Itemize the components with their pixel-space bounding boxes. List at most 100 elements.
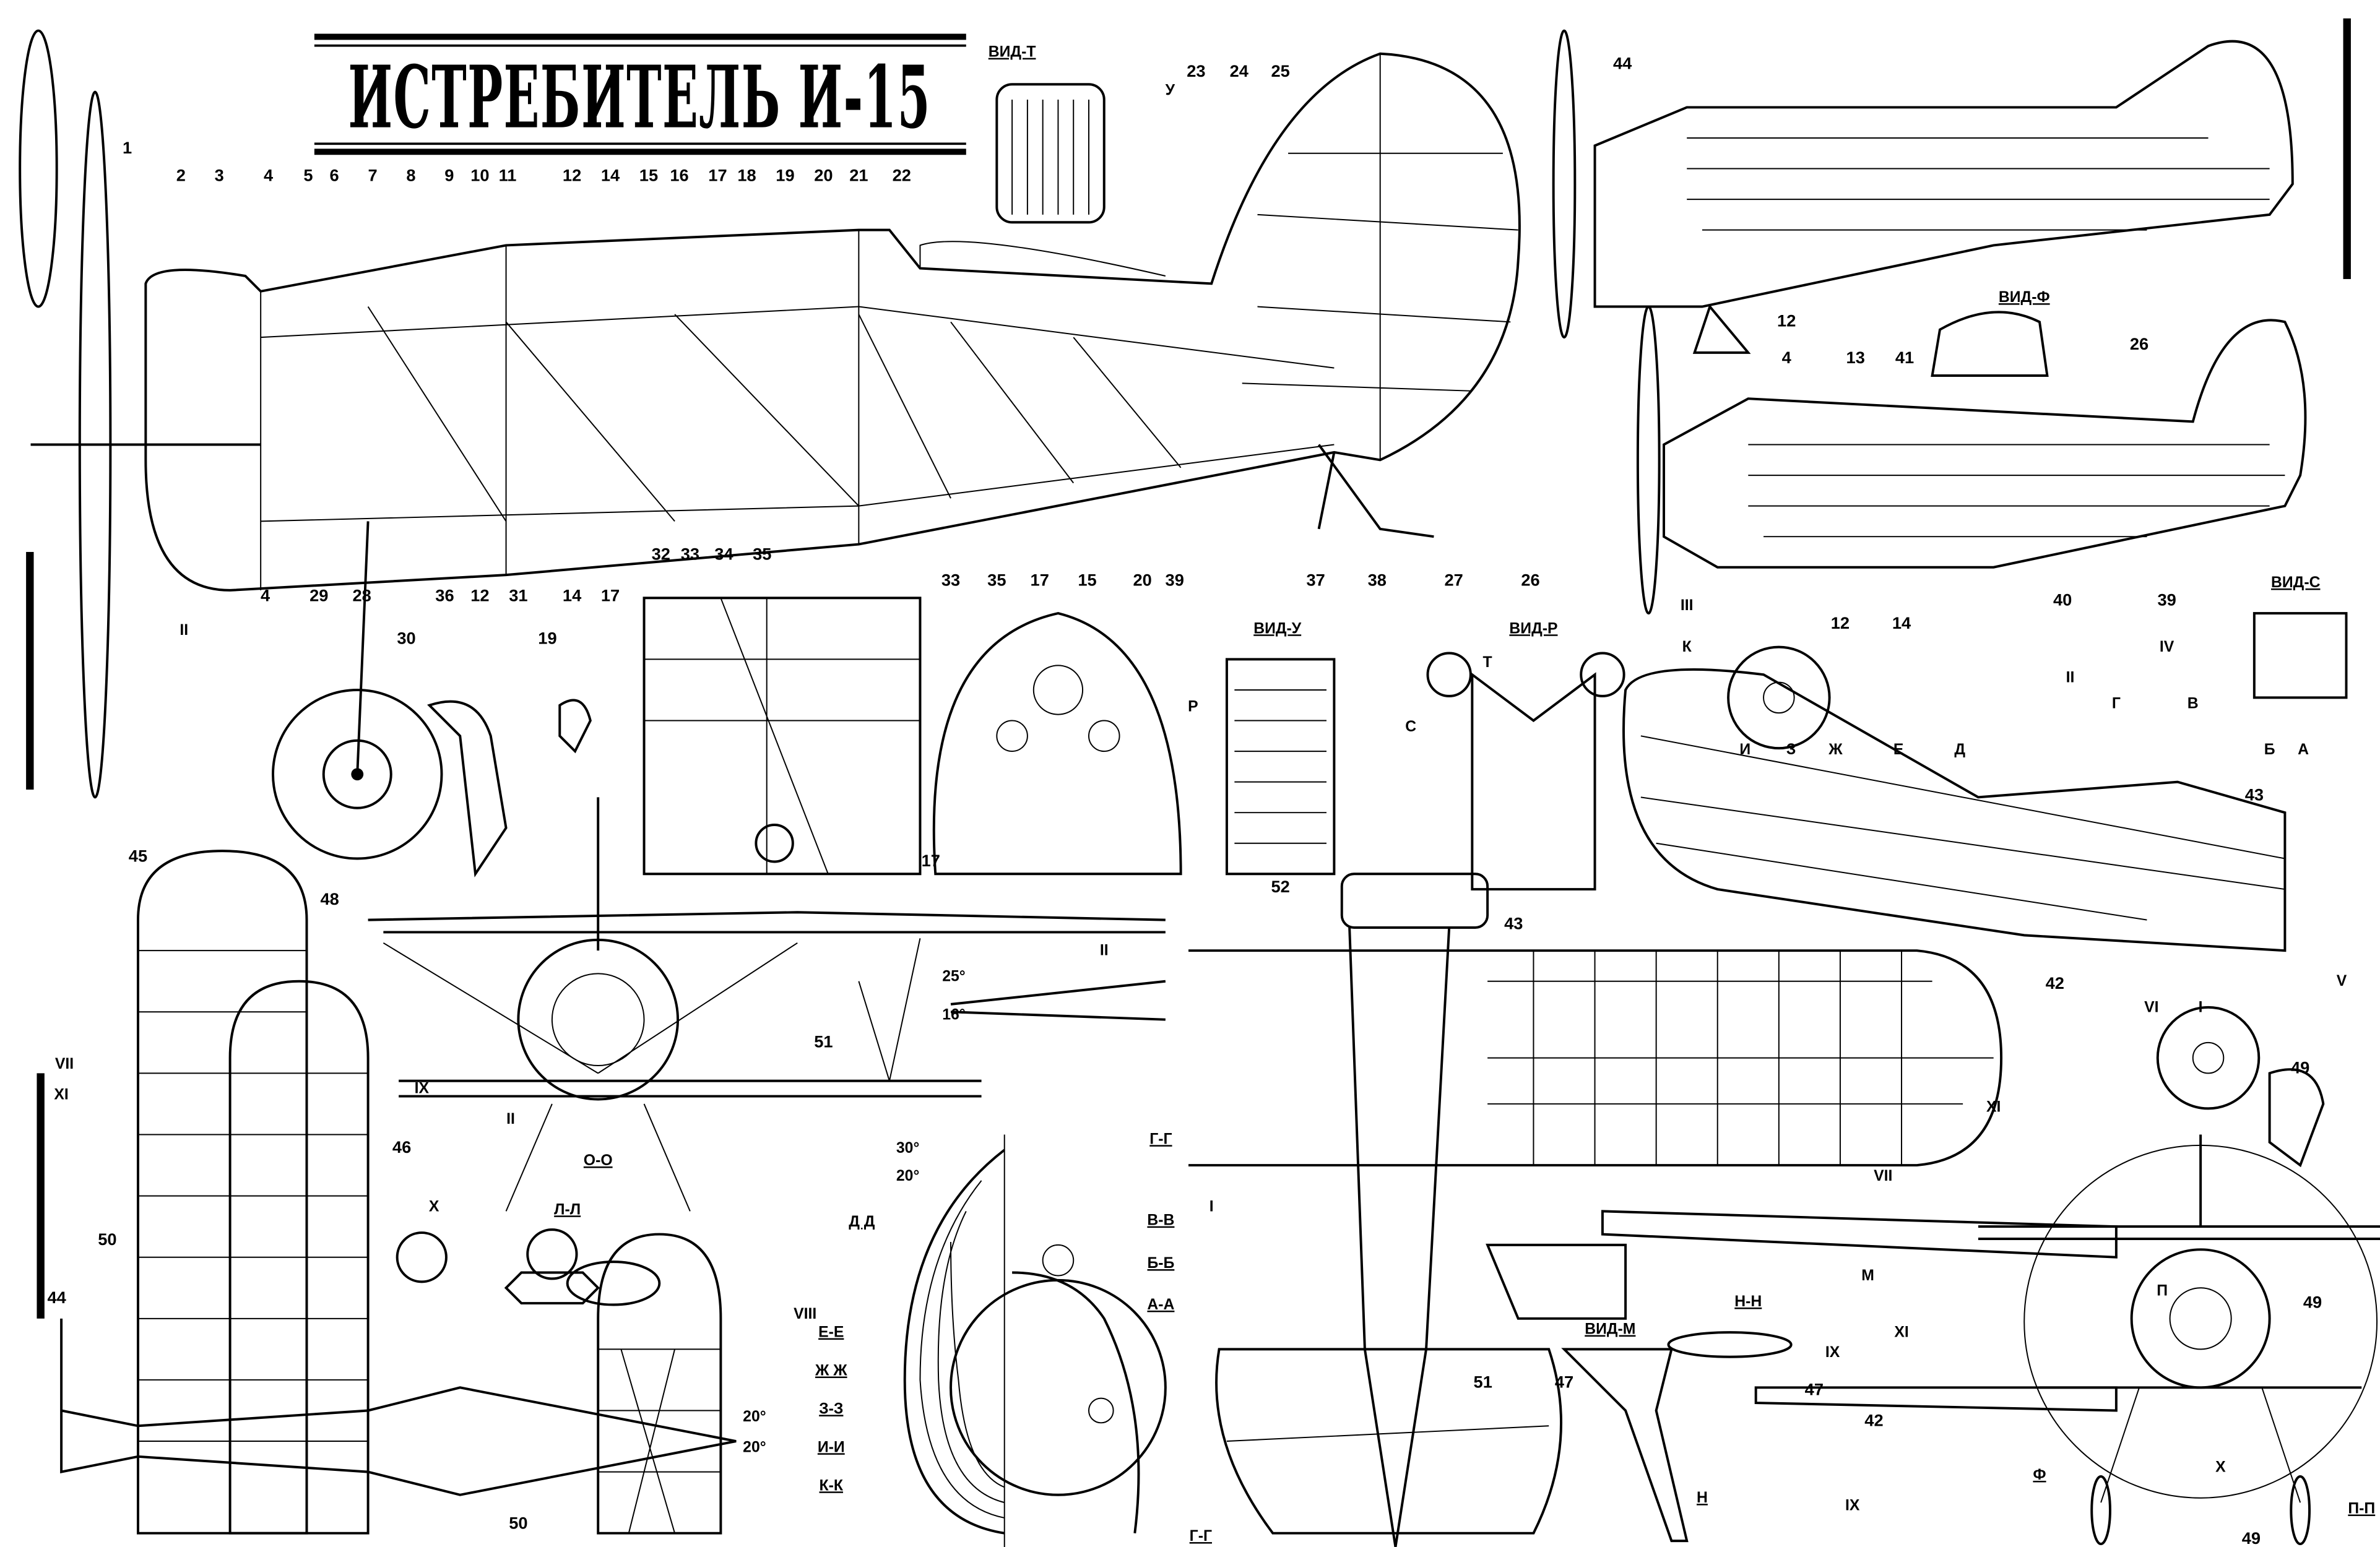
section-label: Г-Г bbox=[1149, 1131, 1172, 1147]
roman-label: XI bbox=[1986, 1098, 2001, 1115]
callout-label: 14 bbox=[563, 585, 582, 605]
roman-label: Б bbox=[2264, 741, 2275, 758]
roman-label: II bbox=[180, 622, 188, 639]
callout-label: 20 bbox=[1133, 570, 1152, 589]
roman-label: II bbox=[506, 1111, 515, 1127]
callout-label: 44 bbox=[48, 1288, 67, 1307]
callout-label: 10 bbox=[470, 165, 489, 184]
section-label: Н-Н bbox=[1734, 1293, 1762, 1310]
section-label: З-З bbox=[819, 1400, 843, 1417]
callout-label: 7 bbox=[368, 165, 377, 184]
callout-label: 2 bbox=[176, 165, 186, 184]
roman-label: К bbox=[1682, 639, 1692, 655]
roman-label: IX bbox=[1825, 1344, 1840, 1361]
callout-label: 41 bbox=[1895, 348, 1914, 367]
wing-planforms-left bbox=[60, 850, 737, 1535]
view-label: ВИД-С bbox=[2271, 574, 2321, 591]
callout-label: 14 bbox=[1892, 613, 1911, 632]
callout-label: 49 bbox=[2242, 1528, 2261, 1547]
roman-label: С bbox=[1405, 718, 1416, 735]
callout-label: 15 bbox=[639, 165, 658, 184]
view-label: ВИД-Ф bbox=[1999, 289, 2050, 306]
angle-label: 20° bbox=[743, 1408, 766, 1425]
roman-label: IX bbox=[415, 1080, 430, 1097]
section-label: Г-Г bbox=[1190, 1528, 1212, 1545]
callout-label: 8 bbox=[406, 165, 415, 184]
section-label: П-П bbox=[2348, 1500, 2375, 1517]
callout-label: 4 bbox=[1782, 348, 1792, 367]
callout-label: 42 bbox=[2046, 973, 2064, 993]
callout-label: 33 bbox=[681, 544, 699, 563]
scale-bar-right bbox=[2343, 18, 2351, 279]
roman-label: VII bbox=[1874, 1168, 1892, 1184]
callout-label: 14 bbox=[601, 165, 620, 184]
scale-bar-left bbox=[26, 551, 34, 790]
roman-label: IV bbox=[2160, 639, 2174, 655]
callout-label: 21 bbox=[849, 165, 868, 184]
callout-label: 13 bbox=[1846, 348, 1865, 367]
callout-label: 11 bbox=[499, 165, 517, 184]
callout-label: 37 bbox=[1306, 570, 1325, 589]
callout-label: 45 bbox=[129, 846, 147, 865]
callout-label: 15 bbox=[1078, 570, 1096, 589]
roman-label: З bbox=[1786, 741, 1796, 758]
plan-view bbox=[1188, 873, 2118, 1547]
section-label: Л-Л bbox=[554, 1201, 581, 1218]
callout-label: 51 bbox=[1474, 1372, 1492, 1391]
callout-label: 49 bbox=[2291, 1058, 2309, 1077]
roman-label: VI bbox=[2144, 999, 2158, 1015]
callout-label: 17 bbox=[708, 165, 727, 184]
view-label: ВИД-М bbox=[1585, 1321, 1635, 1338]
callout-label: 16 bbox=[670, 165, 688, 184]
callout-label: 17 bbox=[1031, 570, 1049, 589]
callout-label: 36 bbox=[435, 585, 454, 605]
callout-label: 22 bbox=[893, 165, 911, 184]
main-wheel bbox=[272, 688, 443, 860]
roman-label: VII bbox=[55, 1056, 74, 1072]
front-view bbox=[368, 797, 1166, 1212]
angle-label: 16° bbox=[942, 1007, 965, 1023]
roman-label: III bbox=[1681, 597, 1694, 614]
front-view-lower-right bbox=[1978, 1068, 2380, 1546]
callout-label: 5 bbox=[303, 165, 313, 184]
callout-label: 24 bbox=[1230, 61, 1249, 80]
section-label: Н bbox=[1697, 1489, 1708, 1506]
callout-label: 40 bbox=[2053, 590, 2072, 610]
roman-label: Т bbox=[1483, 654, 1492, 671]
view-label: ВИД-У bbox=[1253, 620, 1302, 637]
callout-label: 19 bbox=[538, 629, 556, 648]
drawing-title: ИСТРЕБИТЕЛЬ И-15 bbox=[348, 47, 930, 148]
roman-label: Ж bbox=[1828, 741, 1843, 758]
callout-label: 39 bbox=[1166, 570, 1184, 589]
section-label: Ф bbox=[2033, 1467, 2046, 1483]
callout-label: 27 bbox=[1444, 570, 1463, 589]
callout-label: 33 bbox=[941, 570, 960, 589]
wheel-view2 bbox=[1727, 645, 1831, 750]
callout-label: 4 bbox=[261, 585, 270, 605]
right-side-views bbox=[1552, 29, 2348, 1110]
callout-label: 49 bbox=[2303, 1292, 2322, 1311]
section-label: Б-Б bbox=[1147, 1255, 1174, 1272]
callout-label: 28 bbox=[353, 585, 371, 605]
callout-label: 47 bbox=[1555, 1372, 1573, 1391]
section-label: Д Д bbox=[849, 1213, 875, 1230]
roman-label: И bbox=[1739, 741, 1750, 758]
callout-label: 43 bbox=[1504, 913, 1523, 933]
callout-label: 12 bbox=[1777, 311, 1796, 330]
roman-label: А bbox=[2298, 741, 2309, 758]
section-label: И-И bbox=[818, 1439, 845, 1455]
callout-label: 30 bbox=[397, 629, 415, 648]
main-side-view bbox=[19, 18, 2351, 1319]
callout-label: 29 bbox=[309, 585, 328, 605]
callout-label: 4 bbox=[264, 165, 274, 184]
callout-label: 19 bbox=[776, 165, 794, 184]
section-label: А-А bbox=[1147, 1296, 1174, 1313]
roman-label: I bbox=[2199, 999, 2203, 1015]
view-label: ВИД-Т bbox=[989, 44, 1036, 61]
callout-label: 42 bbox=[1864, 1410, 1883, 1429]
callout-label: 48 bbox=[320, 889, 339, 908]
callout-label: 12 bbox=[470, 585, 489, 605]
view-label: ВИД-Р bbox=[1509, 620, 1557, 637]
callout-label: 9 bbox=[444, 165, 454, 184]
